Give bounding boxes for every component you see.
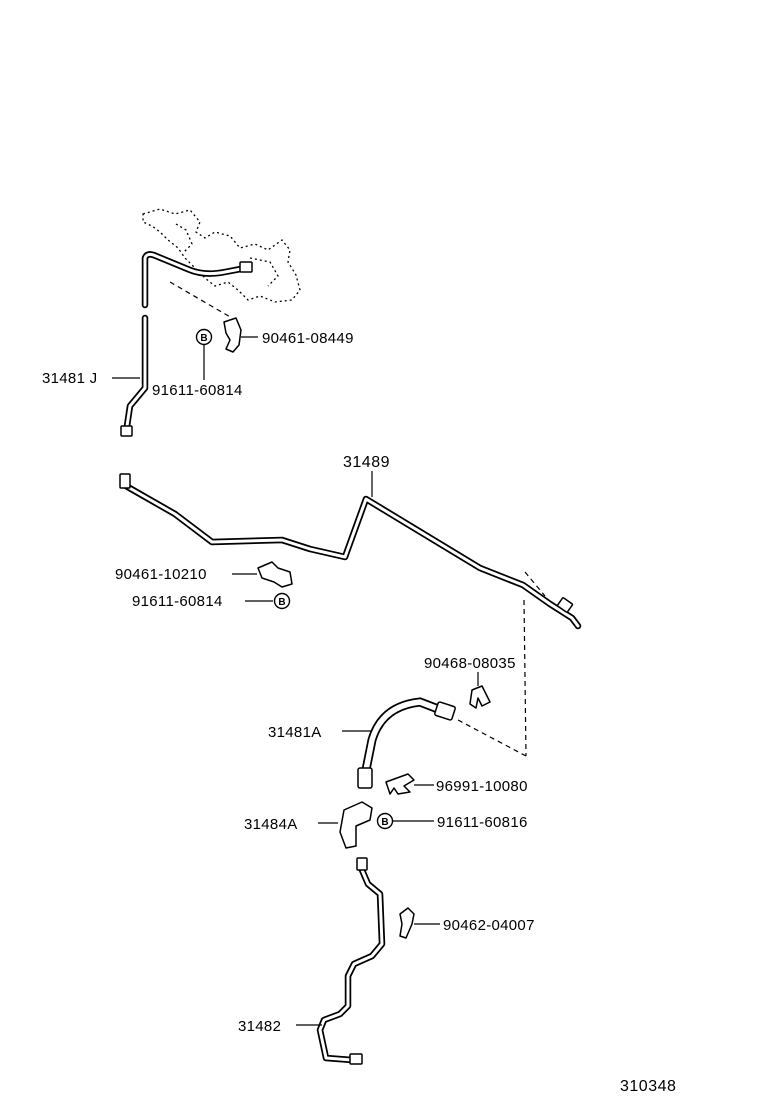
clamp-90461-08449 (223, 317, 242, 353)
label-31481j: 31481 J (42, 370, 97, 387)
master-cylinder-outline (142, 208, 301, 303)
bolt-marker-mid: B (273, 592, 291, 610)
label-90461-08449: 90461-08449 (262, 330, 354, 347)
svg-text:B: B (278, 597, 285, 608)
hose-31481a (357, 697, 456, 789)
svg-text:B: B (200, 333, 207, 344)
label-96991-10080: 96991-10080 (436, 778, 528, 795)
diagram-id: 310348 (620, 1078, 676, 1095)
label-90461-10210: 90461-10210 (115, 566, 207, 583)
svg-text:B: B (381, 817, 388, 828)
label-91611-60814-top: 91611-60814 (152, 382, 243, 399)
label-90468-08035: 90468-08035 (424, 655, 516, 672)
pipe-31489 (119, 473, 582, 630)
pipe-31481j (120, 251, 253, 437)
clip-90468-08035 (469, 685, 491, 709)
clip-96991-10080 (385, 773, 415, 795)
label-90462-04007: 90462-04007 (443, 917, 535, 934)
label-31489: 31489 (343, 454, 390, 471)
clip-90461-10210 (257, 561, 293, 588)
pipe-31482 (316, 857, 386, 1065)
label-31481a: 31481A (268, 724, 322, 741)
clip-90462-04007 (399, 907, 415, 939)
bracket-31484a (339, 801, 373, 849)
label-91611-60814-mid: 91611-60814 (132, 593, 223, 610)
label-91611-60816: 91611-60816 (437, 814, 528, 831)
bolt-marker-top: B (195, 328, 213, 346)
label-31484a: 31484A (244, 816, 298, 833)
bolt-marker-lower: B (376, 812, 394, 830)
label-31482: 31482 (238, 1018, 281, 1035)
